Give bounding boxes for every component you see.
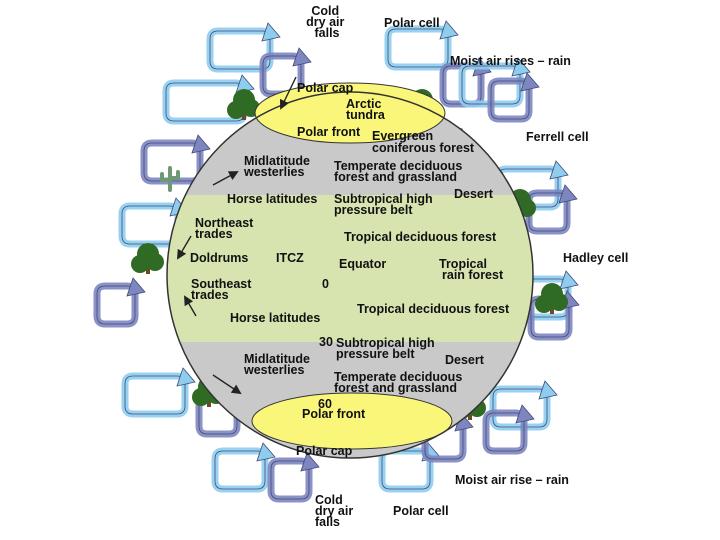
moist-air-rises-label-top: Moist air rises – rain	[450, 54, 571, 68]
circulation-cell-arrow-icon	[458, 57, 531, 108]
tropical-deciduous-label-top: Tropical deciduous forest	[344, 230, 497, 244]
hadley-cell-label: Hadley cell	[563, 251, 628, 265]
circulation-cell-arrow-icon	[206, 22, 281, 73]
midlatitude-westerlies-label-top: Midlatitude westerlies	[243, 154, 313, 179]
tropical-rain-forest-label: Tropical rain forest	[439, 257, 504, 282]
circulation-cell-arrow-icon	[211, 442, 276, 493]
polar-cell-label-top: Polar cell	[384, 16, 440, 30]
thirty-degree-label: 30	[319, 335, 333, 349]
ferrell-cell-label: Ferrell cell	[526, 130, 589, 144]
circulation-cell-arrow-icon	[140, 134, 211, 185]
circulation-cell-arrow-icon	[267, 452, 320, 503]
desert-label-bottom: Desert	[445, 353, 485, 367]
cactus-icon	[160, 166, 180, 192]
tree-icon	[227, 89, 260, 120]
circulation-cell-arrow-icon	[121, 367, 196, 418]
polar-cell-label-bottom: Polar cell	[393, 504, 449, 518]
moist-air-rise-label-bottom: Moist air rise – rain	[455, 473, 569, 487]
tropical-deciduous-label-bottom: Tropical deciduous forest	[357, 302, 510, 316]
itcz-label: ITCZ	[276, 251, 304, 265]
wind-direction-arrow-icon	[184, 295, 197, 317]
diagram-labels: Cold dry air falls Polar cell Moist air …	[190, 4, 628, 529]
circulation-cell-arrow-icon	[487, 72, 540, 123]
wind-direction-arrow-icon	[212, 171, 239, 186]
tree-icon	[535, 283, 568, 314]
circulation-cell-arrow-icon	[93, 277, 146, 328]
temperate-forest-label-top: Temperate deciduous forest and grassland	[334, 159, 466, 184]
south-polar-cap	[251, 392, 453, 450]
temperate-forest-label-bottom: Temperate deciduous forest and grassland	[334, 370, 466, 395]
wind-arrows	[177, 76, 297, 395]
cold-dry-air-label-bottom: Cold dry air falls	[315, 493, 357, 529]
doldrums-label: Doldrums	[190, 251, 248, 265]
cold-dry-air-label-top: Cold dry air falls	[306, 4, 348, 40]
tree-icon	[131, 243, 164, 274]
horse-latitudes-label-top: Horse latitudes	[227, 192, 317, 206]
sixty-degree-label: 60	[318, 397, 332, 411]
evergreen-forest-label: Evergreen coniferous forest	[372, 129, 475, 155]
circulation-cell-arrow-icon	[162, 74, 255, 125]
desert-label-top: Desert	[454, 187, 494, 201]
wind-direction-arrow-icon	[280, 76, 297, 110]
circulation-cell-arrow-icon	[482, 404, 535, 455]
wind-direction-arrow-icon	[212, 374, 242, 395]
polar-cap-label-bottom: Polar cap	[296, 444, 353, 458]
globe-outline	[166, 91, 534, 459]
equator-label: Equator	[339, 257, 386, 271]
subtropical-high-label-top: Subtropical high pressure belt	[334, 192, 436, 217]
northeast-trades-label: Northeast trades	[195, 216, 257, 241]
circulation-cell-arrow-icon	[489, 380, 558, 431]
arctic-tundra-label: Arctic tundra	[346, 97, 386, 122]
polar-front-label-bottom: Polar front	[302, 407, 366, 421]
polar-cap-label-top: Polar cap	[297, 81, 354, 95]
wind-direction-arrow-icon	[177, 235, 192, 260]
subtropical-high-label-bottom: Subtropical high pressure belt	[336, 336, 438, 361]
circulation-cell-arrow-icon	[384, 20, 459, 71]
horse-latitudes-label-bottom: Horse latitudes	[230, 311, 320, 325]
midlatitude-westerlies-label-bottom: Midlatitude westerlies	[243, 352, 313, 377]
southeast-trades-label: Southeast trades	[191, 277, 255, 302]
polar-front-label-top: Polar front	[297, 125, 361, 139]
zero-degree-label: 0	[322, 277, 329, 291]
